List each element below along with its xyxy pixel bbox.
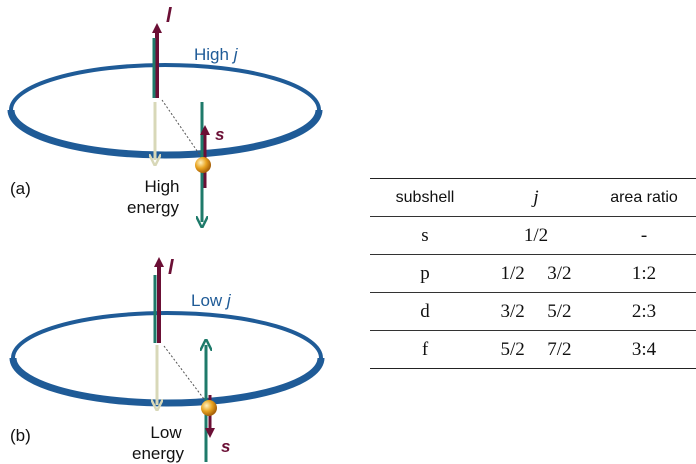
table-row: p 1/2 3/2 1:2 — [370, 254, 696, 293]
panel-b: l s Low j (b) Low energy — [9, 257, 325, 463]
cell-j: 5/2 7/2 — [480, 330, 592, 369]
subshell-table: subshell j area ratio s 1/2 - p 1/2 3/2 … — [370, 178, 696, 369]
electron-b — [201, 400, 217, 416]
j-value-high: 3/2 — [547, 262, 572, 284]
energy-label-b-2: energy — [132, 444, 184, 463]
cell-ratio: 3:4 — [592, 330, 696, 369]
energy-label-a-1: High — [145, 177, 180, 196]
orbital-label-a: l — [166, 5, 172, 27]
cell-subshell: f — [370, 330, 480, 369]
j-value-high: 7/2 — [547, 338, 572, 360]
ring-front-b — [9, 357, 325, 407]
panel-tag-a: (a) — [10, 179, 31, 198]
ring-label-a: High j — [194, 45, 239, 64]
cell-subshell: d — [370, 292, 480, 331]
spin-orbit-diagram: l s High j (a) High energy l s Low j (b)… — [7, 5, 325, 463]
header-area-ratio: area ratio — [592, 178, 696, 217]
j-value-low: 5/2 — [500, 338, 525, 360]
cell-subshell: s — [370, 216, 480, 255]
table-header-row: subshell j area ratio — [370, 178, 696, 217]
ring-label-b: Low j — [191, 291, 232, 310]
j-value-low: 1/2 — [500, 262, 525, 284]
electron-a — [195, 157, 211, 173]
table-row: d 3/2 5/2 2:3 — [370, 292, 696, 331]
panel-a: l s High j (a) High energy — [7, 5, 323, 222]
spin-label-a: s — [215, 125, 224, 144]
subshell-table-container: subshell j area ratio s 1/2 - p 1/2 3/2 … — [370, 178, 696, 369]
dotted-link-b — [163, 345, 208, 404]
table-row: s 1/2 - — [370, 216, 696, 255]
cell-j: 1/2 3/2 — [480, 254, 592, 293]
spin-label-b: s — [221, 437, 230, 456]
dotted-link-a — [161, 99, 203, 159]
header-subshell: subshell — [370, 178, 480, 217]
cell-subshell: p — [370, 254, 480, 293]
cell-ratio: - — [592, 216, 696, 255]
orbital-label-b: l — [168, 257, 174, 279]
table-row: f 5/2 7/2 3:4 — [370, 330, 696, 369]
header-j: j — [480, 178, 592, 217]
j-value-high: 5/2 — [547, 300, 572, 322]
cell-ratio: 2:3 — [592, 292, 696, 331]
energy-label-a-2: energy — [127, 198, 179, 217]
cell-j: 3/2 5/2 — [480, 292, 592, 331]
cell-j: 1/2 — [480, 216, 592, 255]
energy-label-b-1: Low — [150, 423, 182, 442]
ring-front-a — [7, 109, 323, 159]
j-value-low: 3/2 — [500, 300, 525, 322]
cell-ratio: 1:2 — [592, 254, 696, 293]
panel-tag-b: (b) — [10, 426, 31, 445]
